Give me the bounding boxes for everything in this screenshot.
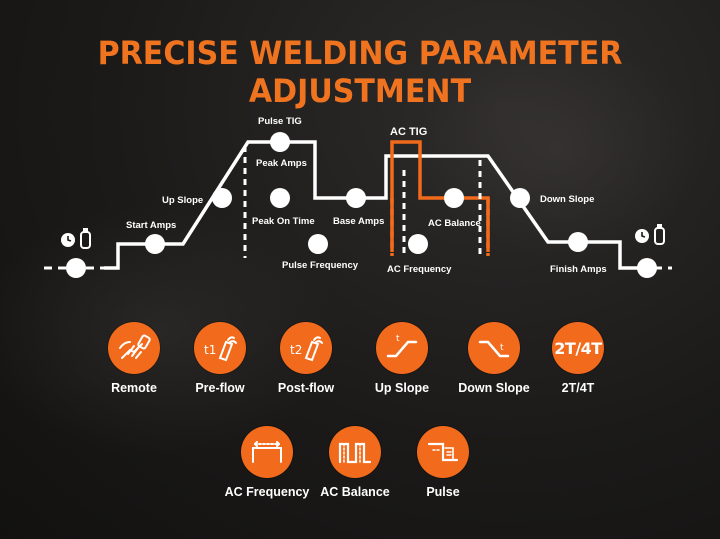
page-title: PRECISE WELDING PARAMETER ADJUSTMENT xyxy=(97,34,623,110)
node-peak-on-time xyxy=(270,188,290,208)
label-pulse-tig: Pulse TIG xyxy=(258,116,302,127)
label-finish-amps: Finish Amps xyxy=(550,264,607,275)
remote-hand-icon xyxy=(108,322,160,374)
feature-label: AC Balance xyxy=(320,485,390,499)
node-ac-balance xyxy=(444,188,464,208)
svg-text:t: t xyxy=(500,343,504,353)
label-pulse-frequency: Pulse Frequency xyxy=(282,260,359,271)
feature-label: Remote xyxy=(111,381,157,395)
node-up-slope xyxy=(212,188,232,208)
feature-label: Up Slope xyxy=(374,381,430,395)
feature-post-flow: t2 Post-flow xyxy=(261,322,351,395)
feature-label: 2T/4T xyxy=(561,381,595,395)
node-ac-frequency xyxy=(408,234,428,254)
feature-up-slope: t Up Slope xyxy=(357,322,447,395)
label-base-amps: Base Amps xyxy=(333,216,384,227)
node-finish-amps xyxy=(568,232,588,252)
svg-text:t: t xyxy=(396,334,400,344)
feature-remote: Remote xyxy=(89,322,179,395)
clock-icon xyxy=(635,229,649,243)
node-peak-amps xyxy=(270,132,290,152)
feature-ac-balance: AC Balance xyxy=(310,426,400,499)
label-down-slope: Down Slope xyxy=(540,194,594,205)
node-start-amps xyxy=(145,234,165,254)
svg-text:t1: t1 xyxy=(204,343,216,357)
2t-4t-icon: 2T/4T xyxy=(552,322,604,374)
feature-label: Pulse xyxy=(426,485,460,499)
clock-icon xyxy=(61,233,75,247)
gas-bottle-icon xyxy=(654,224,665,245)
pulse-icon xyxy=(417,426,469,478)
up-slope-icon: t xyxy=(376,322,428,374)
gas-bottle-icon xyxy=(80,228,91,249)
feature-down-slope: t Down Slope xyxy=(449,322,539,395)
feature-label: Pre-flow xyxy=(195,381,245,395)
feature-pre-flow: t1 Pre-flow xyxy=(175,322,265,395)
feature-label: Down Slope xyxy=(458,381,530,395)
label-start-amps: Start Amps xyxy=(126,220,176,231)
label-peak-on-time: Peak On Time xyxy=(252,216,315,227)
label-peak-amps: Peak Amps xyxy=(256,158,307,169)
label-ac-balance: AC Balance xyxy=(428,218,481,229)
post-flow-icon: t2 xyxy=(280,322,332,374)
feature-label: Post-flow xyxy=(277,381,335,395)
pre-flow-icon: t1 xyxy=(194,322,246,374)
node-base-amps xyxy=(346,188,366,208)
node-pulse-frequency xyxy=(308,234,328,254)
ac-tig-waveform xyxy=(390,140,490,252)
ac-frequency-icon xyxy=(241,426,293,478)
svg-text:t2: t2 xyxy=(290,343,302,357)
feature-pulse: Pulse xyxy=(398,426,488,499)
feature-ac-frequency: AC Frequency xyxy=(222,426,312,499)
label-ac-tig: AC TIG xyxy=(390,126,427,138)
feature-label: AC Frequency xyxy=(224,485,310,499)
node-end-right xyxy=(637,258,657,278)
label-up-slope: Up Slope xyxy=(162,195,203,206)
node-down-slope xyxy=(510,188,530,208)
feature-2t-4t: 2T/4T 2T/4T xyxy=(533,322,623,395)
label-ac-frequency: AC Frequency xyxy=(387,264,452,275)
icon-text: 2T/4T xyxy=(554,338,602,358)
ac-balance-icon xyxy=(329,426,381,478)
node-start-left xyxy=(66,258,86,278)
down-slope-icon: t xyxy=(468,322,520,374)
